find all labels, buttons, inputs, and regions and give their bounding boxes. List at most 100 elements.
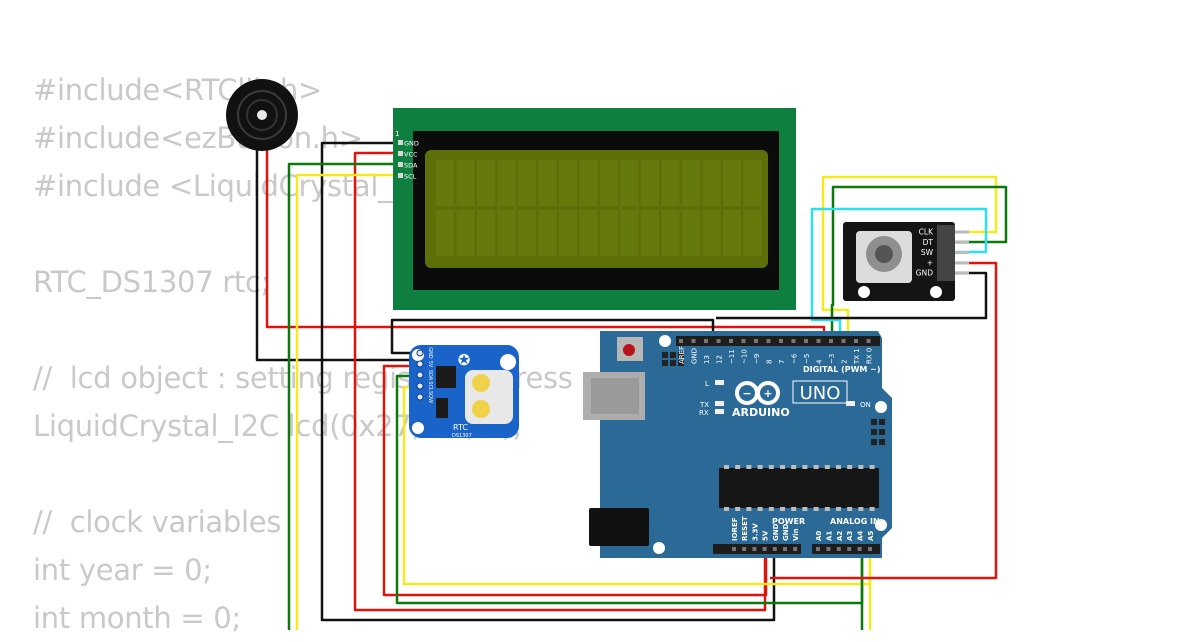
wire-lcd-gnd[interactable]: [320, 141, 776, 622]
digital-pin-label: ~5: [803, 354, 811, 364]
rtc-pin[interactable]: [416, 349, 424, 357]
lcd-pin[interactable]: [398, 151, 403, 156]
rtc-battery-holder: [465, 370, 513, 424]
chip-pin: [746, 465, 752, 469]
digital-pin[interactable]: [704, 339, 708, 343]
digital-pin[interactable]: [791, 339, 796, 343]
analog-pin[interactable]: [847, 547, 852, 551]
power-pin[interactable]: [793, 547, 798, 551]
digital-pin[interactable]: [804, 339, 808, 343]
lcd-pin[interactable]: [398, 140, 403, 145]
rtc-chip-label: DS1307: [452, 433, 472, 439]
lcd-character-grid: [436, 160, 762, 256]
chip-pin: [836, 507, 841, 511]
wire-rtc-gnd[interactable]: [390, 318, 715, 355]
power-pin[interactable]: [742, 547, 747, 551]
encoder-pin[interactable]: [955, 271, 969, 275]
wire-lcd-sda[interactable]: [287, 162, 402, 630]
lcd-cell: [682, 160, 700, 206]
analog-pin[interactable]: [836, 547, 841, 551]
lcd-cell: [456, 160, 475, 206]
power-pin[interactable]: [732, 547, 736, 551]
wire-enc-gnd[interactable]: [716, 271, 988, 320]
chip-pin: [768, 465, 774, 469]
chip-pin: [724, 465, 729, 469]
analog-pin[interactable]: [868, 547, 872, 551]
lcd-cell: [723, 210, 741, 256]
digital-pin[interactable]: [841, 339, 846, 343]
digital-pin[interactable]: [754, 339, 758, 343]
digital-pin[interactable]: [816, 339, 821, 343]
analog-pin[interactable]: [816, 547, 820, 551]
digital-pin[interactable]: [829, 339, 833, 343]
analog-header-strip: [812, 544, 880, 554]
rtc-pin[interactable]: [416, 382, 424, 390]
digital-pin-label: ~3: [828, 354, 836, 364]
atmega-chip-pins: [724, 465, 875, 511]
digital-pin-label: ~9: [753, 354, 761, 364]
wire-lcd-scl[interactable]: [295, 173, 402, 630]
digital-pin[interactable]: [779, 339, 783, 343]
digital-pin[interactable]: [866, 339, 871, 343]
lcd-cell: [518, 210, 536, 256]
power-pin[interactable]: [772, 547, 777, 551]
analog-pin-label: A4: [857, 531, 865, 541]
wire-enc-clk[interactable]: [821, 175, 998, 339]
lcd-cell: [538, 210, 557, 256]
rtc-battery-bottom: [472, 400, 490, 418]
encoder-pin-label: CLK: [919, 228, 934, 237]
wire-enc-sw[interactable]: [810, 207, 988, 339]
digital-pin[interactable]: [729, 339, 733, 343]
chip-pin: [813, 465, 819, 469]
digital-pin[interactable]: [741, 339, 746, 343]
rtc-pin[interactable]: [416, 371, 424, 379]
encoder-mount-hole-right: [930, 286, 942, 298]
digital-pin-label: ~6: [791, 353, 799, 364]
lcd-pin[interactable]: [398, 162, 403, 167]
encoder-pin[interactable]: [955, 251, 969, 255]
encoder-pin[interactable]: [955, 230, 969, 234]
lcd-pin-label: GND: [404, 140, 419, 148]
wire-enc-dt[interactable]: [830, 185, 1008, 339]
power-pin[interactable]: [762, 547, 767, 551]
led-l: [715, 380, 724, 385]
digital-pin[interactable]: [854, 339, 858, 343]
buzzer[interactable]: [226, 79, 298, 151]
lcd-cell: [456, 210, 475, 256]
chip-pin: [869, 465, 875, 469]
analog-pin[interactable]: [826, 547, 831, 551]
power-jack[interactable]: [589, 508, 649, 546]
lcd-cell: [600, 160, 618, 206]
digital-pin[interactable]: [766, 339, 771, 343]
star-logo-icon: ✪: [458, 351, 471, 369]
lcd-pin[interactable]: [398, 173, 403, 178]
rtc-pin[interactable]: [416, 360, 424, 368]
encoder-pin[interactable]: [955, 240, 969, 244]
digital-pin[interactable]: [679, 339, 683, 343]
encoder-pin[interactable]: [955, 261, 969, 265]
led-rx: [715, 409, 724, 414]
digital-pin[interactable]: [691, 339, 696, 343]
led-l-label: L: [705, 380, 709, 388]
power-pin[interactable]: [783, 547, 787, 551]
led-tx: [715, 401, 724, 406]
analog-header-label: ANALOG IN: [830, 517, 880, 526]
power-pin[interactable]: [752, 547, 757, 551]
wire-rtc-5v[interactable]: [382, 364, 768, 597]
lcd-cell: [497, 160, 516, 206]
rtc-pin[interactable]: [416, 393, 424, 401]
analog-pin[interactable]: [857, 547, 862, 551]
code-line: #include<ezButton.h>: [33, 121, 363, 155]
lcd-cell: [559, 210, 577, 256]
power-pin-label: 3.3V: [751, 523, 759, 541]
reset-button[interactable]: [623, 344, 635, 356]
encoder-pin-label: +: [927, 258, 933, 267]
wire-buzzer-black[interactable]: [255, 148, 413, 362]
wire-enc-plus[interactable]: [770, 261, 998, 580]
digital-pin[interactable]: [716, 339, 721, 343]
